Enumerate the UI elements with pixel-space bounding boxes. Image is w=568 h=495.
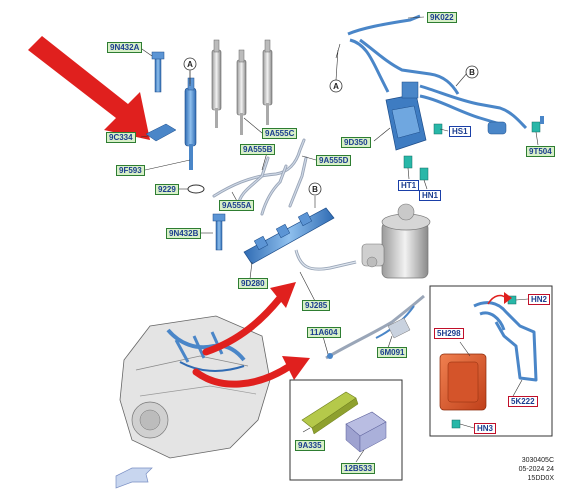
callout-b-middle-text: B [312, 185, 318, 194]
label-9d350: 9D350 [341, 137, 371, 148]
label-9a335: 9A335 [295, 440, 325, 451]
washer-9229 [187, 184, 205, 194]
part-9a335 [301, 391, 359, 435]
label-9d280: 9D280 [238, 278, 268, 289]
callout-b-middle [308, 182, 322, 196]
red-arrow-upper [202, 294, 284, 356]
label-9229: 9229 [155, 184, 179, 195]
label-hn3: HN3 [474, 423, 497, 434]
injector-grey-1 [211, 39, 222, 128]
footer-code: 3030405C 05-2024 24 15DD0X [490, 456, 554, 483]
label-9k022: 9K022 [427, 12, 457, 23]
footer-line1: 3030405C [521, 457, 554, 464]
label-9n432a: 9N432A [107, 42, 143, 53]
red-arrow-lower [192, 362, 294, 388]
label-9j285: 9J285 [302, 300, 331, 311]
bolt-9n432a [151, 51, 165, 93]
footer-line3: 15DD0X [527, 475, 554, 482]
callout-b-right [465, 65, 479, 79]
label-9t504: 9T504 [526, 146, 555, 157]
label-6m091: 6M091 [377, 347, 408, 358]
sensor-ht1 [403, 155, 413, 169]
label-9a555b: 9A555B [240, 144, 276, 155]
harness-6m091 [325, 294, 425, 360]
callout-a-top-text: A [187, 60, 193, 69]
clamp-9c334 [145, 123, 177, 142]
label-hn1: HN1 [419, 190, 442, 201]
connector-hn3 [451, 419, 461, 429]
footer-line2: 05-2024 24 [518, 466, 554, 473]
injector-grey-2 [236, 49, 247, 135]
label-9f593: 9F593 [116, 165, 145, 176]
label-9a555c: 9A555C [262, 128, 298, 139]
callout-b-right-text: B [469, 68, 475, 77]
callout-a-right-text: A [333, 82, 339, 91]
label-ht1: HT1 [398, 180, 420, 191]
label-9a555a: 9A555A [219, 200, 255, 211]
sensor-9t504 [531, 116, 544, 133]
fuel-rail-9d280 [243, 207, 335, 265]
label-12b533: 12B533 [341, 463, 376, 474]
label-11a604: 11A604 [307, 327, 341, 338]
fuel-filter-assembly [347, 14, 528, 151]
label-hs1: HS1 [449, 126, 471, 137]
callout-a-top [183, 57, 197, 71]
connector-hn1 [419, 167, 429, 181]
sensor-hs1 [433, 123, 443, 135]
red-pointer-arrow [28, 36, 150, 140]
label-hn2: HN2 [528, 294, 551, 305]
label-9a555d: 9A555D [316, 155, 352, 166]
label-5h298: 5H298 [434, 328, 464, 339]
engine-block [119, 315, 271, 459]
label-5k222: 5K222 [508, 396, 538, 407]
injector-blue [184, 70, 197, 170]
part-12b533 [345, 411, 387, 453]
label-9c334: 9C334 [106, 132, 136, 143]
high-pressure-pump [361, 203, 431, 279]
part-5k222 [473, 301, 538, 382]
injector-grey-3 [262, 39, 273, 125]
front-direction-arrow [115, 467, 153, 489]
part-5h298 [439, 353, 487, 411]
bolt-9n432b [212, 213, 226, 251]
label-9n432b: 9N432B [166, 228, 202, 239]
fuel-lines-9a555 [212, 138, 308, 216]
